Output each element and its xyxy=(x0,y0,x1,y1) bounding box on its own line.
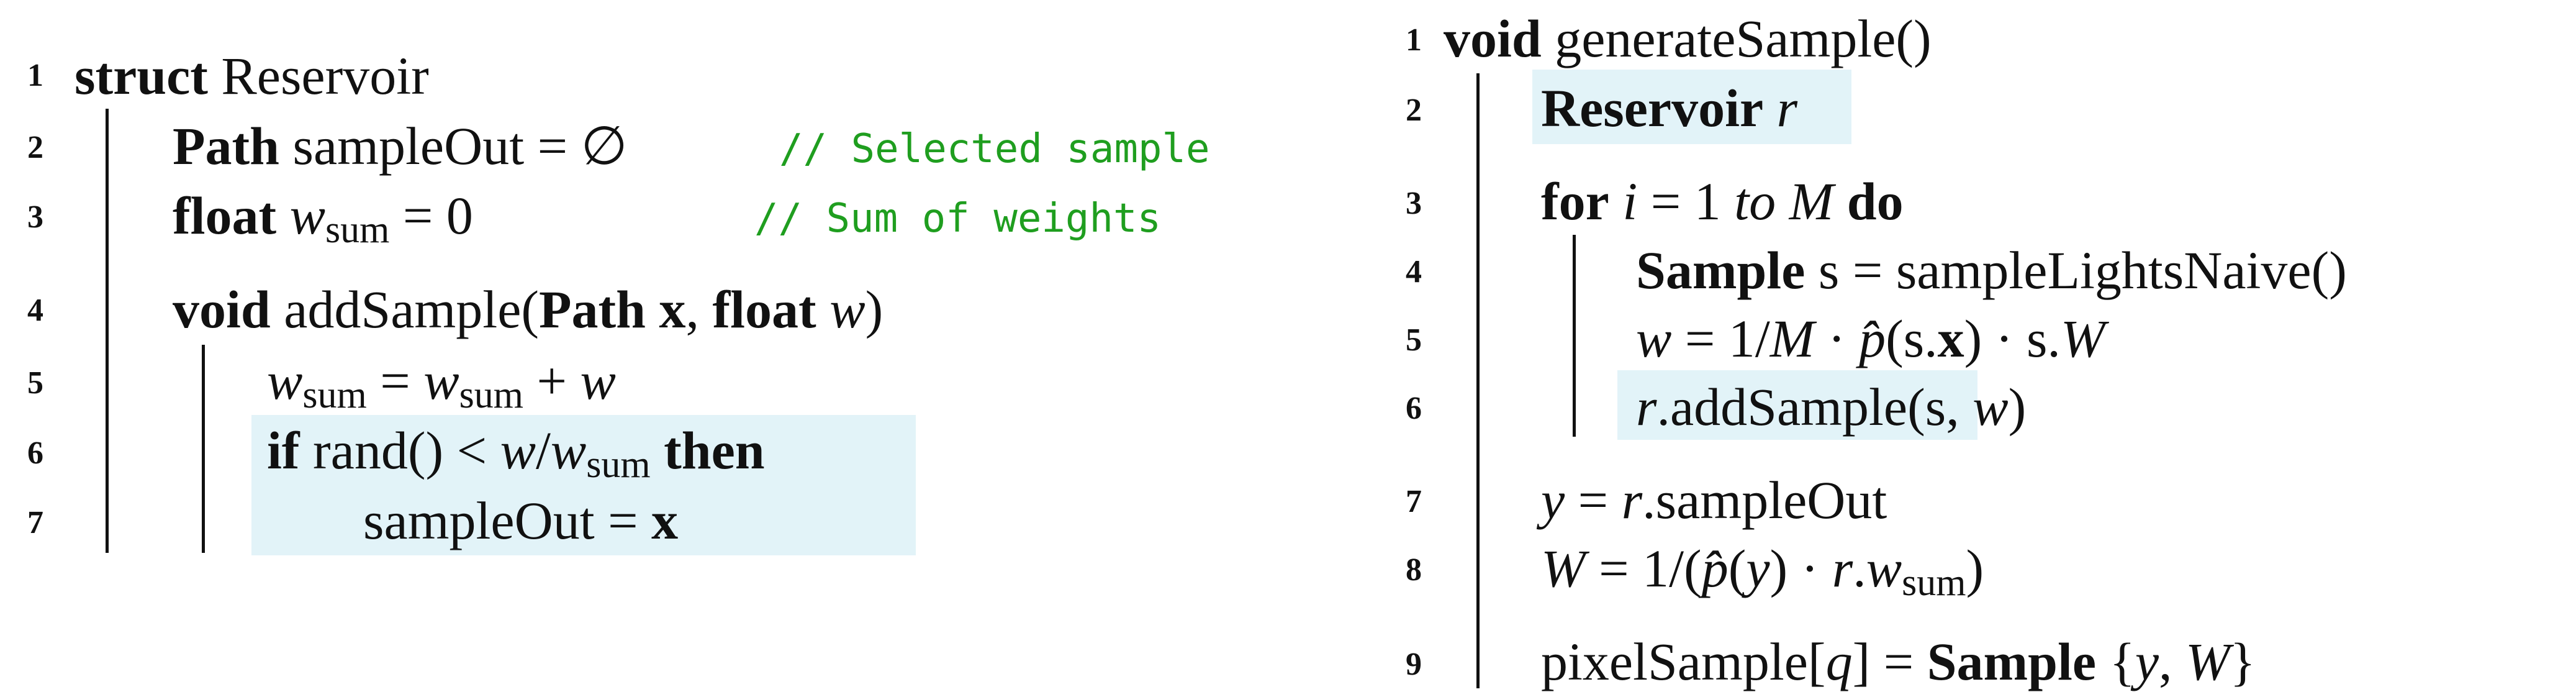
line-number: 5 xyxy=(27,365,43,401)
code-line-1: void generateSample() xyxy=(1444,9,1932,68)
line-number: 5 xyxy=(1406,322,1422,358)
generate-sample-listing: 1 2 3 4 5 6 7 8 9 void generateSample() … xyxy=(1366,0,2576,697)
line-number: 7 xyxy=(1406,484,1422,519)
block-bar xyxy=(202,345,205,553)
block-bar xyxy=(1573,235,1576,437)
code-line-3: float wsum = 0 xyxy=(173,186,473,251)
reservoir-struct-listing: 1 2 3 4 5 6 7 struct Reservoir Path samp… xyxy=(27,46,1210,555)
code-line-6: r.addSample(s, w) xyxy=(1636,377,2027,437)
code-line-7: sampleOut = x xyxy=(363,491,679,550)
line-number: 2 xyxy=(27,130,43,165)
code-line-6: if rand() < w/wsum then xyxy=(267,421,765,486)
code-line-8: W = 1/(p̂(y) · r.wsum) xyxy=(1541,539,1984,604)
code-line-4: void addSample(Path x, float w) xyxy=(173,280,884,339)
line-number: 1 xyxy=(27,58,43,93)
highlight-box xyxy=(1617,370,1977,440)
line-number: 9 xyxy=(1406,647,1422,682)
block-bar xyxy=(106,109,109,553)
block-bar xyxy=(1476,73,1480,688)
line-number: 7 xyxy=(27,505,43,540)
code-line-2: Reservoir r xyxy=(1541,78,1798,138)
line-number: 1 xyxy=(1406,22,1422,58)
highlight-box xyxy=(251,415,916,555)
code-line-2: Path sampleOut = ∅ xyxy=(173,116,628,176)
line-number: 4 xyxy=(27,293,43,328)
code-line-5: w = 1/M · p̂(s.x) · s.W xyxy=(1636,309,2105,368)
line-number: 4 xyxy=(1406,254,1422,289)
code-line-9: pixelSample[q] = Sample {y, W} xyxy=(1541,632,2256,691)
comment-sum-weights: // Sum of weights xyxy=(754,196,1162,242)
code-line-1: struct Reservoir xyxy=(75,46,429,106)
line-number: 2 xyxy=(1406,93,1422,128)
line-number: 3 xyxy=(27,199,43,235)
line-number: 3 xyxy=(1406,186,1422,221)
highlight-box xyxy=(1532,70,1851,144)
code-line-7: y = r.sampleOut xyxy=(1541,470,1887,530)
comment-selected-sample: // Selected sample xyxy=(779,126,1210,172)
code-line-4: Sample s = sampleLightsNaive() xyxy=(1636,240,2347,300)
line-number: 6 xyxy=(1406,391,1422,426)
code-line-3: for i = 1 to M do xyxy=(1541,171,1904,231)
code-line-5: wsum = wsum + w xyxy=(267,351,616,416)
line-number: 8 xyxy=(1406,552,1422,588)
line-number: 6 xyxy=(27,435,43,471)
